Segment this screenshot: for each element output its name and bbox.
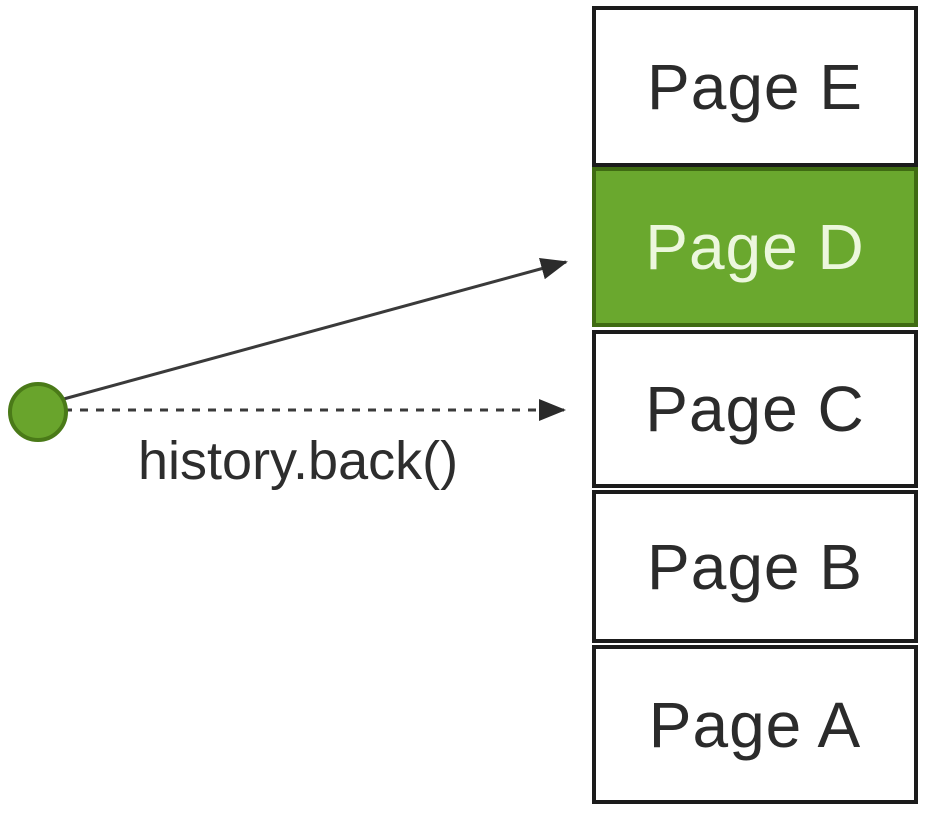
arrow-to-page-d — [59, 257, 568, 402]
current-position-dot — [8, 382, 68, 442]
stack-item-page-a: Page A — [592, 645, 918, 804]
stack-item-page-c: Page C — [592, 330, 918, 488]
stack-item-label: Page C — [645, 373, 865, 445]
stack-item-page-e: Page E — [592, 6, 918, 167]
stack-item-label: Page B — [647, 530, 863, 603]
stack-item-label: Page A — [648, 688, 862, 761]
stack-item-page-b: Page B — [592, 490, 918, 643]
stack-item-page-d-active: Page D — [592, 167, 918, 327]
stack-item-label: Page E — [647, 50, 863, 123]
stack-item-label: Page D — [645, 211, 865, 283]
history-back-label: history.back() — [138, 431, 459, 491]
